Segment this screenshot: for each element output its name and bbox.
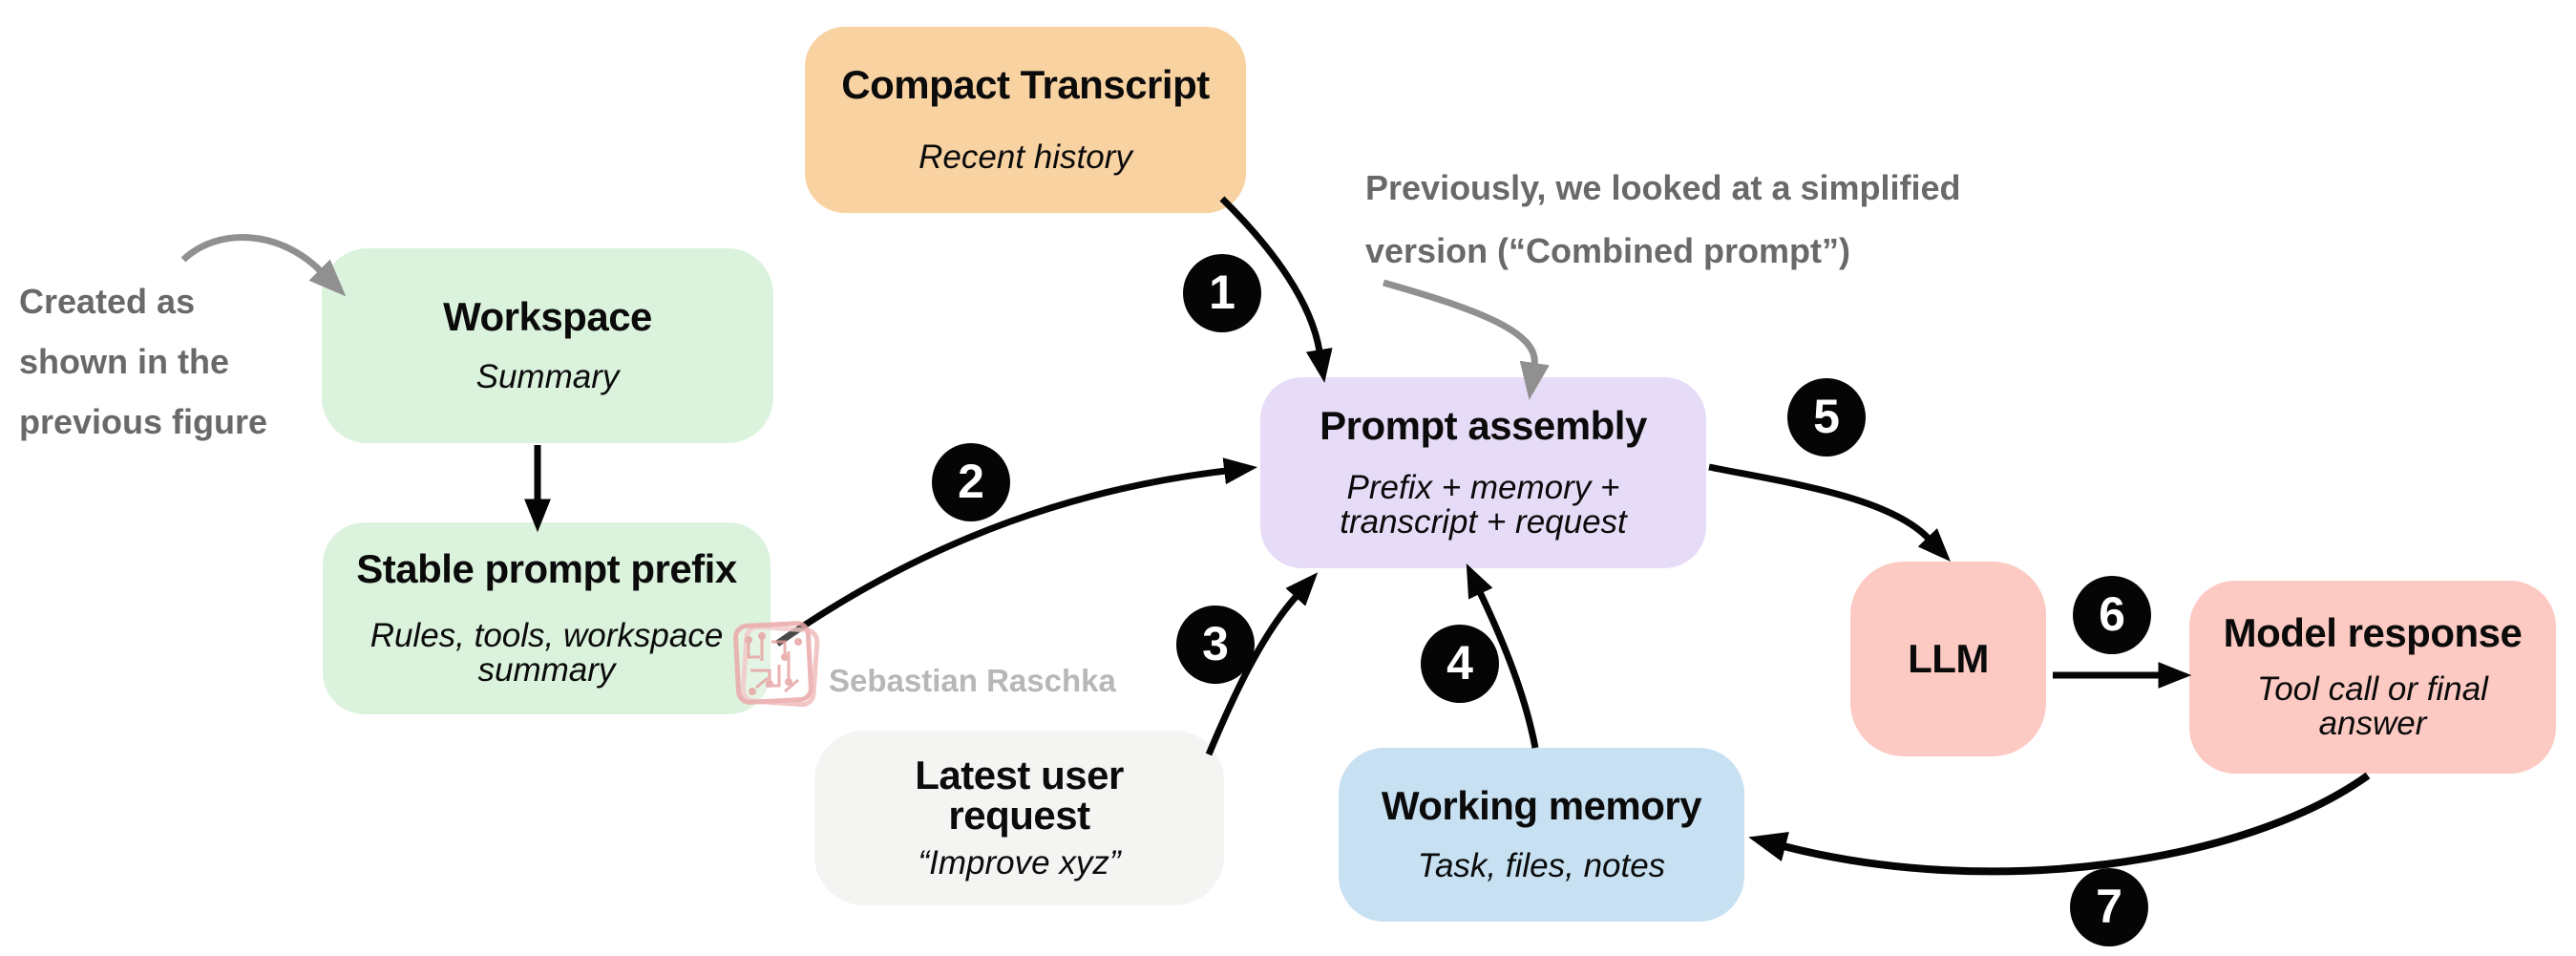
node-prompt-assembly: Prompt assembly Prefix + memory + transc… [1260,377,1706,568]
node-subtitle: Summary [475,358,620,396]
step-number: 5 [1813,390,1840,443]
annotation-created-as: Created as shown in the previous figure [19,271,267,452]
node-title: Compact Transcript [841,62,1210,108]
annotation-line: shown in the [19,342,229,381]
node-working-memory: Working memory Task, files, notes [1339,748,1744,922]
step-number: 1 [1209,266,1235,319]
node-llm: LLM [1850,562,2046,756]
node-subtitle: Recent history [918,138,1132,176]
arrow-3-request-to-assembly [1205,572,1319,756]
node-subtitle: Rules, tools, workspace summary [370,616,724,689]
step-badge-4: 4 [1421,625,1499,703]
subtitle-line: summary [477,650,616,689]
watermark-author: Sebastian Raschka [829,663,1116,698]
step-number: 7 [2096,880,2122,933]
node-workspace: Workspace Summary [322,248,773,443]
step-badge-1: 1 [1183,254,1261,332]
step-badge-6: 6 [2073,576,2151,654]
step-badge-5: 5 [1787,378,1866,457]
step-number: 4 [1446,636,1473,690]
node-subtitle: Prefix + memory + transcript + request [1340,471,1627,540]
node-title: LLM [1908,635,1989,681]
subtitle-line: Prefix + memory + [1346,469,1620,507]
node-title: Model response [2223,609,2523,655]
node-title: Prompt assembly [1320,402,1647,448]
subtitle-line: answer [2318,705,2427,743]
title-line: request [948,793,1090,839]
annotation-line: Previously, we looked at a simplified [1365,168,1961,207]
step-badge-2: 2 [932,443,1010,521]
arrow-1-transcript-to-assembly [1219,196,1333,383]
arrow-4-memory-to-assembly [1466,563,1539,749]
annotation-previously: Previously, we looked at a simplified ve… [1365,157,1961,283]
node-compact-transcript: Compact Transcript Recent history [805,27,1246,213]
annotation-line: Created as [19,282,196,321]
step-number: 6 [2099,587,2125,641]
node-latest-user-request: Latest user request “Improve xyz” [814,731,1224,905]
node-stable-prompt-prefix: Stable prompt prefix Rules, tools, works… [323,522,771,714]
arrow-created-as-to-workspace [180,234,347,297]
step-badge-3: 3 [1176,605,1255,684]
node-title: Latest user request [915,752,1124,839]
arrow-7-response-to-memory [1748,772,2371,876]
step-badge-7: 7 [2070,868,2148,946]
subtitle-line: Rules, tools, workspace [370,616,724,654]
node-model-response: Model response Tool call or final answer [2189,581,2556,774]
annotation-line: version (“Combined prompt”) [1365,231,1851,270]
step-number: 3 [1202,617,1229,670]
annotation-line: previous figure [19,402,268,441]
publisher-logo-icon [733,621,820,708]
title-line: Latest user [915,752,1124,797]
node-title: Working memory [1381,783,1702,829]
step-number: 2 [958,455,984,508]
node-subtitle: Task, files, notes [1417,846,1666,884]
node-title: Workspace [443,293,652,339]
node-title: Stable prompt prefix [356,546,737,592]
arrow-2-prefix-to-assembly [774,457,1258,647]
node-subtitle: Tool call or final answer [2257,672,2488,741]
subtitle-line: transcript + request [1340,503,1627,542]
subtitle-line: Tool call or final [2257,670,2488,709]
node-subtitle: “Improve xyz” [918,844,1121,882]
arrow-5-assembly-to-llm [1708,463,1951,563]
arrow-previously-to-assembly [1383,279,1550,400]
